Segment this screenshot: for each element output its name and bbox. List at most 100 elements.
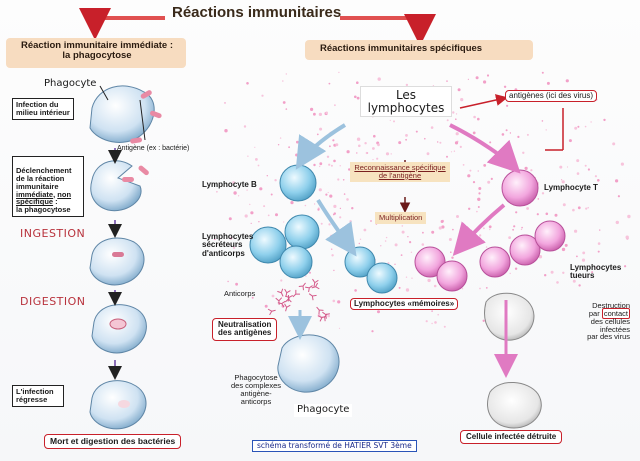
- antigen-dot: [434, 321, 437, 324]
- antigen-dot: [485, 246, 488, 248]
- antigen-dot: [401, 225, 404, 227]
- antigen-dot: [305, 275, 307, 277]
- antigen-dot: [330, 234, 333, 238]
- antigen-dot: [365, 151, 368, 155]
- antigen-dot: [356, 81, 359, 84]
- antigen-dot: [526, 133, 529, 136]
- antigen-dot: [393, 120, 395, 123]
- antigen-dot: [370, 220, 372, 222]
- secretor-cell: [284, 214, 320, 250]
- antigen-dot: [400, 254, 403, 256]
- antigen-dot: [337, 237, 340, 240]
- antigen-dot: [354, 289, 357, 292]
- phagosome: [118, 400, 130, 408]
- antigen-dot: [358, 242, 360, 245]
- antigen-dot: [452, 228, 454, 231]
- antigen-dot: [479, 234, 482, 237]
- antigen-dot: [437, 141, 439, 143]
- contact-word: contact: [601, 307, 630, 319]
- infection-box: Infection du milieu intérieur: [12, 98, 74, 120]
- phagocyte-label-top: Phagocyte: [44, 78, 97, 89]
- antigen-dot: [333, 269, 335, 272]
- antigen-dot: [587, 168, 591, 171]
- antigen-dot: [288, 146, 290, 149]
- antigen-dot: [440, 220, 444, 223]
- antigen-dot: [577, 206, 581, 210]
- antigen-dot: [377, 143, 380, 147]
- antigen-dot: [325, 111, 329, 115]
- antigen-dot: [327, 191, 329, 194]
- antigen-dot: [453, 150, 456, 152]
- destroyed-cell: [487, 382, 542, 429]
- antigen-dot: [342, 179, 345, 181]
- anticorps-label: Anticorps: [224, 289, 256, 298]
- antigen-dot: [460, 98, 464, 102]
- lymphocytes-box: Les lymphocytes: [360, 86, 452, 118]
- antigen-dot: [376, 157, 379, 160]
- antigen-dot: [574, 126, 578, 130]
- antigenes-virus-box: antigènes (ici des virus): [505, 90, 598, 103]
- antigen-dot: [521, 226, 523, 229]
- antigen-dot: [599, 229, 601, 231]
- antigen-dot: [398, 141, 402, 145]
- antigen-dot: [325, 193, 328, 196]
- title-connector: [79, 8, 436, 46]
- lymphocyte-t-label: Lymphocyte T: [544, 183, 598, 192]
- antigen-dot: [514, 267, 518, 270]
- antigen-dot: [572, 208, 575, 212]
- bacterium: [112, 252, 124, 257]
- antigen-dot: [313, 112, 316, 116]
- antigen-dot: [385, 236, 388, 239]
- antibody-mark: [317, 315, 326, 322]
- antigen-dot: [446, 80, 448, 82]
- antigen-dot: [251, 296, 254, 299]
- antigen-dot: [372, 159, 374, 161]
- antigen-dot: [280, 279, 283, 282]
- antigen-dot: [490, 177, 493, 180]
- right-header-band: [305, 40, 533, 60]
- antigen-dot: [500, 150, 502, 152]
- antigen-dot: [536, 213, 539, 216]
- antibody-cluster: [267, 278, 330, 322]
- antigen-dot: [587, 206, 589, 209]
- antigen-dot: [233, 191, 237, 195]
- phagocyte-cell-2: [90, 160, 142, 212]
- antigen-dot: [244, 214, 248, 218]
- antigen-dot: [270, 193, 273, 196]
- regresse-box: L'infection régresse: [12, 385, 64, 407]
- antigen-dot: [415, 130, 418, 133]
- antigen-dot: [339, 207, 342, 210]
- antigen-dot: [437, 313, 440, 316]
- antigen-dot: [317, 208, 320, 211]
- antigen-dot: [329, 145, 331, 148]
- bacterium: [138, 165, 149, 176]
- antigen-dot: [422, 231, 424, 234]
- antigen-dot: [261, 94, 264, 97]
- antigen-dot: [489, 141, 492, 144]
- antigen-dot: [405, 288, 410, 292]
- antigen-dot: [509, 272, 511, 275]
- antigen-dot: [285, 108, 288, 110]
- antigen-dot: [475, 76, 479, 80]
- antigen-dot: [617, 195, 621, 198]
- antibody-mark: [285, 294, 293, 302]
- antigen-dot: [483, 164, 487, 167]
- antigen-dot: [485, 287, 488, 289]
- antigen-dot: [467, 78, 469, 80]
- antigen-dot: [349, 220, 352, 223]
- antigen-dot: [493, 157, 497, 161]
- antigen-dot: [545, 212, 549, 216]
- non-word: non: [57, 189, 72, 199]
- antigen-dot: [335, 143, 339, 147]
- antigen-dot: [477, 206, 480, 208]
- antigen-dot: [477, 117, 480, 121]
- antigen-dot: [358, 144, 361, 148]
- antigen-dot: [405, 134, 408, 137]
- antigen-dot: [410, 251, 413, 253]
- colon-phago-text: : la phagocytose: [16, 197, 71, 215]
- antigen-dot: [556, 281, 559, 284]
- antigen-dot: [371, 330, 374, 333]
- bacteria-death-box: Mort et digestion des bactéries: [44, 434, 182, 449]
- antigen-dot: [584, 125, 587, 128]
- antigen-dot: [597, 179, 600, 182]
